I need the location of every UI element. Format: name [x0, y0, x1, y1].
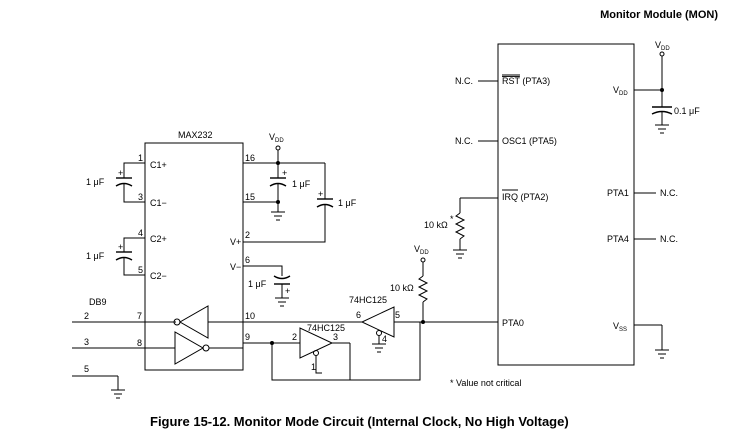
cap-c2 — [115, 237, 145, 276]
buffer-lower-label: 74HC125 — [307, 323, 345, 333]
mcu-pin-pta1: PTA1 — [607, 188, 629, 198]
mcu-pin-pta0: PTA0 — [502, 318, 524, 328]
nc-rst: N.C. — [455, 76, 473, 86]
db9-ground — [111, 376, 125, 399]
res-pta0: VDD — [414, 244, 429, 324]
buffer-74hc125-lower — [299, 327, 351, 380]
svg-text:16: 16 — [245, 153, 255, 163]
svg-text:5: 5 — [138, 265, 143, 275]
module-title: Monitor Module (MON) — [600, 9, 718, 21]
mcu-pin-osc1: OSC1 (PTA5) — [502, 136, 557, 146]
svg-text:15: 15 — [245, 192, 255, 202]
mcu-vss-pin-label: V — [613, 321, 619, 331]
cap-c1-label: 1 μF — [86, 177, 105, 187]
svg-text:+: + — [282, 168, 287, 178]
res-irq-star: * — [450, 214, 454, 224]
svg-text:6: 6 — [245, 255, 250, 265]
cap-vminus-label: 1 μF — [248, 279, 267, 289]
res-irq — [453, 198, 467, 259]
max232-pin-c2minus: C2− — [150, 271, 167, 281]
res-pta0-label: 10 kΩ — [390, 283, 414, 293]
figure-caption: Figure 15-12. Monitor Mode Circuit (Inte… — [150, 414, 569, 429]
cap-vminus — [243, 265, 291, 307]
svg-text:3: 3 — [138, 192, 143, 202]
svg-text:+: + — [118, 242, 123, 252]
nc-pta1: N.C. — [660, 188, 678, 198]
mcu-pin-rst: RST (PTA3) — [502, 76, 550, 86]
max232-pin-c1minus: C1− — [150, 198, 167, 208]
svg-text:6: 6 — [356, 310, 361, 320]
max232-title: MAX232 — [178, 130, 213, 140]
svg-text:7: 7 — [137, 311, 142, 321]
svg-text:4: 4 — [138, 228, 143, 238]
svg-text:VDD: VDD — [269, 132, 284, 144]
cap-vplus — [243, 163, 334, 243]
net-pin9 — [243, 322, 421, 381]
max232-pin-c2plus: C2+ — [150, 234, 167, 244]
cap-vdd-1uf — [243, 163, 287, 221]
svg-text:1: 1 — [138, 153, 143, 163]
svg-text:8: 8 — [137, 338, 142, 348]
db9-label: DB9 — [89, 297, 107, 307]
max232-box — [144, 142, 244, 371]
cap-0-1uf-label: 0.1 μF — [674, 106, 700, 116]
svg-text:10: 10 — [245, 311, 255, 321]
footnote: * Value not critical — [450, 378, 521, 388]
max232-pin-c1plus: C1+ — [150, 160, 167, 170]
mcu-vss-ground — [634, 324, 669, 359]
max232-driver-upper — [145, 305, 243, 339]
svg-text:2: 2 — [292, 332, 297, 342]
svg-text:+: + — [285, 286, 290, 296]
svg-text:+: + — [318, 189, 323, 199]
max232-vdd: VDD — [243, 132, 325, 165]
svg-text:VDD: VDD — [414, 244, 429, 256]
svg-text:VDD: VDD — [613, 85, 628, 97]
buffer-upper-label: 74HC125 — [349, 295, 387, 305]
max232-pin-vminus: V− — [230, 262, 241, 272]
db9-pin-3: 3 — [84, 337, 89, 347]
svg-text:VDD: VDD — [655, 40, 670, 52]
mcu-pin-pta4: PTA4 — [607, 234, 629, 244]
mcu-vdd-supply: VDD — [634, 40, 670, 92]
max232-driver-lower — [145, 331, 243, 365]
mcu-vdd-pin-label: V — [613, 85, 619, 95]
cap-0-1uf — [651, 90, 673, 134]
db9-pin-5: 5 — [84, 364, 89, 374]
svg-text:+: + — [118, 168, 123, 178]
cap-c1 — [115, 162, 145, 203]
max232-pin-vplus: V+ — [230, 237, 241, 247]
cap-vdd-1uf-label: 1 μF — [292, 179, 311, 189]
nc-pta4: N.C. — [660, 234, 678, 244]
svg-text:9: 9 — [245, 332, 250, 342]
res-irq-label: 10 kΩ — [424, 220, 448, 230]
mcu-box — [497, 43, 635, 366]
svg-text:4: 4 — [382, 334, 387, 344]
svg-text:5: 5 — [395, 310, 400, 320]
svg-text:3: 3 — [333, 332, 338, 342]
cap-vplus-label: 1 μF — [338, 198, 357, 208]
mcu-pin-irq: IRQ (PTA2) — [502, 192, 548, 202]
buffer-74hc125-upper — [360, 306, 498, 353]
svg-text:1: 1 — [311, 362, 316, 372]
db9-pin-2: 2 — [84, 311, 89, 321]
svg-text:2: 2 — [245, 230, 250, 240]
nc-osc1: N.C. — [455, 136, 473, 146]
cap-c2-label: 1 μF — [86, 251, 105, 261]
svg-text:VSS: VSS — [613, 321, 627, 333]
